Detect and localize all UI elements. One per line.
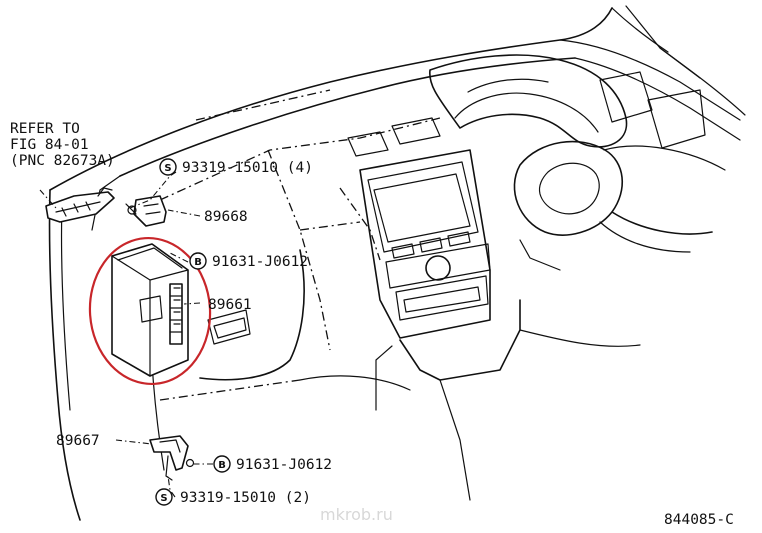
svg-text:B: B	[218, 460, 226, 471]
fastener-symbol-s-bottom: S	[155, 488, 173, 506]
fastener-label-s-top: 93319-15010 (4)	[182, 160, 313, 176]
fastener-label-b-top: 91631-J0612	[212, 254, 308, 270]
watermark: mkrob.ru	[320, 505, 393, 524]
refer-note-line-1: REFER TO	[10, 121, 80, 137]
part-label-89667: 89667	[56, 433, 100, 449]
dashboard-outline	[48, 5, 746, 521]
svg-text:S: S	[164, 163, 171, 174]
highlight-circle	[88, 236, 212, 386]
svg-text:B: B	[194, 257, 202, 268]
bracket-89667-part	[149, 435, 195, 481]
refer-bracket-part	[45, 187, 115, 223]
refer-note-line-2: FIG 84-01	[10, 137, 89, 153]
fastener-label-b-bottom: 91631-J0612	[236, 457, 332, 473]
svg-text:S: S	[160, 493, 167, 504]
fastener-symbol-s-top: S	[159, 158, 177, 176]
alignment-lines	[159, 89, 441, 401]
refer-note-line-3: (PNC 82673A)	[10, 153, 115, 169]
figure-code: 844085-C	[664, 512, 734, 528]
fastener-symbol-b-top: B	[189, 252, 207, 270]
part-label-89661: 89661	[208, 297, 252, 313]
part-label-89668: 89668	[204, 209, 248, 225]
ecu-89661-part	[111, 243, 189, 377]
bracket-89668-part	[125, 195, 167, 227]
fastener-label-s-bottom: 93319-15010 (2)	[180, 490, 311, 506]
fastener-symbol-b-bottom: B	[213, 455, 231, 473]
